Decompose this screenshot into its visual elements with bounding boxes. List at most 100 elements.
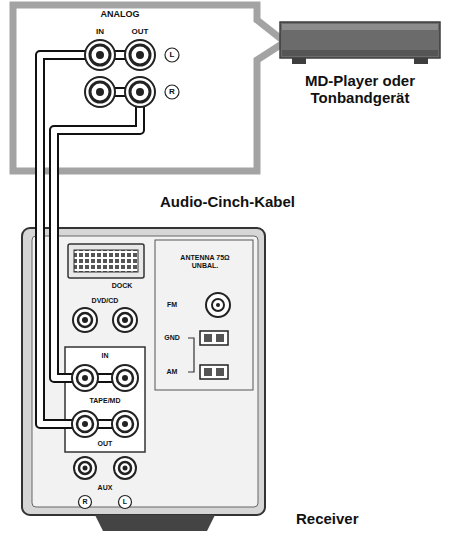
port-label: TAPE/MD	[90, 397, 121, 405]
port-label: GND	[164, 334, 180, 342]
md-player-device	[280, 22, 440, 58]
antenna-section	[155, 240, 253, 390]
tape-md-jacks	[112, 411, 138, 437]
cinch-cable	[40, 55, 140, 174]
port-label: DVD/CD	[92, 297, 119, 305]
cable-core	[51, 174, 57, 228]
analog-jacks	[96, 88, 104, 96]
analog-jacks	[85, 77, 115, 107]
analog-jacks	[85, 77, 115, 107]
analog-jacks	[90, 45, 110, 65]
tape-md-jacks	[117, 416, 133, 432]
aux-jacks	[79, 496, 92, 509]
dvd-cd-jacks	[82, 317, 88, 323]
aux-jacks	[74, 457, 136, 509]
antenna-section	[200, 365, 228, 379]
tape-md-jacks	[77, 416, 93, 432]
cable-label: Audio-Cinch-Kabel	[158, 193, 297, 210]
tape-md-jacks	[117, 370, 133, 386]
port-label: FM	[167, 301, 177, 309]
antenna-section	[216, 334, 224, 342]
aux-jacks	[119, 462, 131, 474]
device-label: Receiver	[296, 510, 359, 527]
tape-md-jacks	[112, 365, 138, 391]
tape-md-jacks	[122, 375, 128, 381]
aux-jacks	[79, 462, 91, 474]
cinch-cable	[40, 228, 125, 424]
dvd-cd-jacks	[73, 308, 97, 332]
md-player-device	[282, 24, 438, 30]
dvd-cd-jacks	[122, 317, 128, 323]
aux-jacks	[74, 457, 96, 479]
analog-jacks	[96, 51, 104, 59]
aux-jacks	[74, 457, 96, 479]
cinch-cable	[54, 228, 125, 378]
analog-jacks	[125, 40, 155, 70]
receiver-panel: Receiver	[20, 228, 268, 518]
channel-label: L	[170, 51, 175, 60]
md-player-device	[282, 50, 438, 56]
aux-jacks	[114, 457, 136, 479]
panel-heading: ANALOG	[88, 9, 152, 19]
channel-label: R	[82, 498, 87, 506]
tape-md-jacks	[112, 411, 138, 437]
tape-md-jacks	[72, 411, 98, 437]
receiver-body	[32, 236, 258, 507]
analog-jacks	[136, 51, 144, 59]
antenna-section	[155, 240, 253, 390]
tape-md-jacks	[122, 421, 128, 427]
jack-label: IN	[96, 28, 104, 37]
cable-core	[37, 174, 43, 228]
tape-md-jacks	[77, 370, 93, 386]
analog-jacks	[165, 48, 179, 62]
cinch-cable	[54, 174, 55, 228]
tape-md-jacks	[72, 365, 98, 391]
cinch-cable	[40, 174, 41, 228]
analog-jacks	[125, 77, 155, 107]
device-box: MD-Player oder Tonbandgerät	[280, 22, 440, 66]
md-player-device	[292, 58, 306, 64]
jack-label: OUT	[132, 28, 149, 37]
aux-jacks	[83, 466, 88, 471]
tape-md-jacks	[72, 365, 98, 391]
cinch-cable	[40, 55, 140, 174]
cinch-cable	[54, 228, 125, 378]
port-label: DOCK	[112, 282, 133, 290]
dvd-cd-jacks	[78, 313, 92, 327]
cable-outline	[35, 174, 45, 228]
aux-jacks	[119, 496, 132, 509]
cable-outline	[49, 174, 59, 228]
tape-md-jacks	[112, 365, 138, 391]
analog-jacks	[85, 40, 179, 107]
antenna-section	[212, 299, 224, 311]
analog-jacks	[130, 82, 150, 102]
aux-jacks	[123, 466, 128, 471]
cinch-cable	[40, 228, 125, 424]
dvd-cd-jacks	[118, 313, 132, 327]
analog-jacks	[90, 82, 110, 102]
channel-label: L	[123, 498, 127, 506]
antenna-section	[200, 331, 228, 345]
port-label: ANTENNA 75Ω UNBAL.	[175, 254, 235, 269]
antenna-section	[204, 334, 212, 342]
antenna-section	[216, 368, 224, 376]
receiver-body	[95, 515, 215, 531]
analog-jacks	[85, 40, 115, 70]
tape-md-jacks	[72, 365, 138, 437]
antenna-section	[206, 293, 230, 317]
tape-md-jacks	[72, 411, 98, 437]
port-label: AM	[167, 368, 178, 376]
channel-label: R	[169, 88, 175, 97]
tape-md-frame	[65, 347, 145, 452]
antenna-section	[204, 368, 212, 376]
receiver-body	[22, 228, 265, 531]
receiver-body	[22, 228, 265, 515]
analog-jacks	[130, 45, 150, 65]
dvd-cd-jacks	[73, 308, 137, 332]
jack-label: OUT	[98, 440, 113, 448]
md-player-device	[414, 58, 428, 64]
dvd-cd-jacks	[113, 308, 137, 332]
analog-jacks	[165, 85, 179, 99]
dock-connector	[74, 250, 138, 272]
antenna-section	[206, 293, 230, 317]
